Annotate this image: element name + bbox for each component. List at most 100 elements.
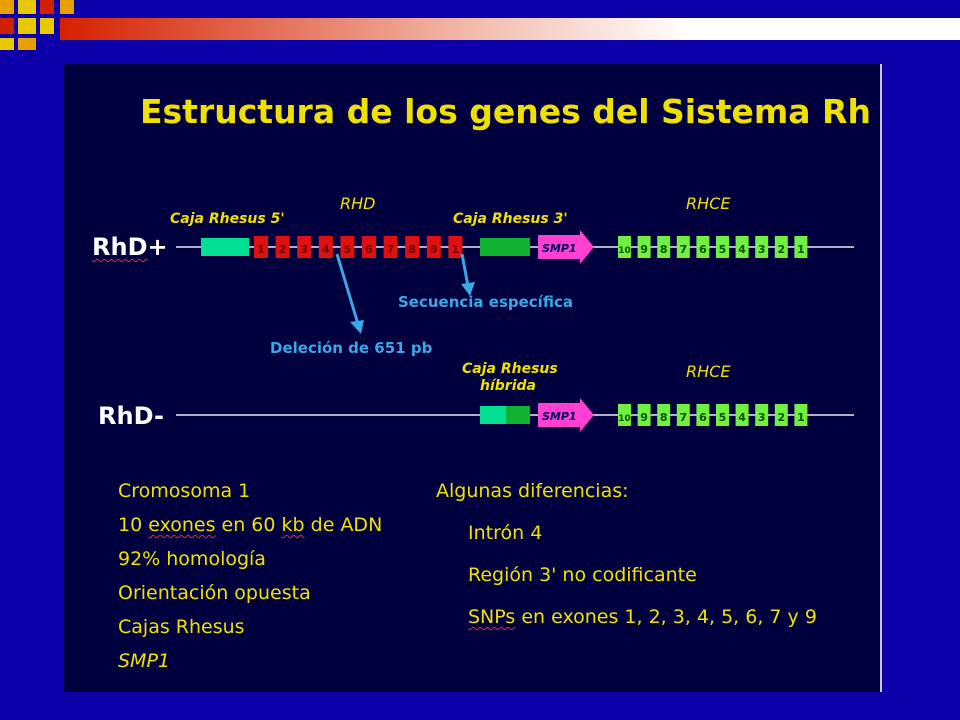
rhce-bottom-exon-box xyxy=(657,404,671,426)
list-item: Intrón 4 xyxy=(468,522,543,544)
rhd-exon-box xyxy=(362,236,376,258)
rhce-top-exon-label: 6 xyxy=(699,243,707,256)
rhd-minus-label: RhD- xyxy=(98,402,164,430)
rhd-exon-label: 1 xyxy=(257,243,265,256)
slide-image: Estructura de los genes del Sistema Rh 1… xyxy=(64,64,880,692)
list-item-text: kb xyxy=(281,514,305,536)
deco-square xyxy=(18,0,36,14)
rhce-top-exon-label: 2 xyxy=(777,243,785,256)
delecion-arrow-head xyxy=(350,320,364,334)
list-item-text: exones xyxy=(148,514,216,536)
right-heading: Algunas diferencias: xyxy=(436,480,629,502)
list-item: Cromosoma 1 xyxy=(118,480,251,502)
rhd-minus-sign: - xyxy=(153,402,164,430)
caja-rhesus-3-label: Caja Rhesus 3' xyxy=(453,211,568,227)
rhce-top-exon-label: 8 xyxy=(660,243,668,256)
rhd-exon-label: 9 xyxy=(430,243,438,256)
secuencia-arrow-head xyxy=(461,282,475,296)
rhd-exon-box xyxy=(275,236,290,258)
list-item: 10 exones en 60 kb de ADN xyxy=(118,508,382,542)
list-item: 92% homología xyxy=(118,548,266,570)
rhce-top-exon-label: 4 xyxy=(738,243,746,256)
deco-square xyxy=(0,0,14,14)
rhd-exon-label: 2 xyxy=(279,243,287,256)
rhd-plus-sign: + xyxy=(147,233,168,261)
rhce-bottom-exon-label: 2 xyxy=(777,411,785,424)
rhd-exon-box xyxy=(426,236,441,258)
list-item: Orientación opuesta xyxy=(118,582,311,604)
rhce-top-exon-box xyxy=(676,236,690,258)
smp1-label-bottom: SMP1 xyxy=(542,410,577,423)
caja-rhesus-3-box xyxy=(480,238,530,256)
list-item-text: SNPs xyxy=(468,606,516,628)
rhce-top-exon-box xyxy=(637,236,651,258)
caja-rhesus-5-label: Caja Rhesus 5' xyxy=(170,211,285,227)
rhce-top-exon-box xyxy=(735,236,749,258)
deco-square xyxy=(40,18,54,34)
list-item: SNPs en exones 1, 2, 3, 4, 5, 6, 7 y 9 xyxy=(468,600,817,634)
list-item: Cajas Rhesus xyxy=(118,616,245,638)
caja-hibrida-box-a xyxy=(480,406,506,424)
list-item: SMP1 xyxy=(118,650,170,672)
rhce-top-exon-box xyxy=(794,236,808,258)
rhd-exon-label: 8 xyxy=(408,243,416,256)
rhce-top-exon-label: 5 xyxy=(719,243,727,256)
rhce-top-exon-box xyxy=(618,236,631,258)
rhce-bottom-exon-box xyxy=(618,404,631,426)
rhce-top-exon-box xyxy=(774,236,788,258)
caja-hibrida-label-2: híbrida xyxy=(480,378,536,394)
rhd-gene-label: RHD xyxy=(340,194,376,213)
rhce-bottom-exon-label: 7 xyxy=(679,411,687,424)
delecion-arrow-line xyxy=(335,253,360,325)
rhd-exon-box xyxy=(383,236,398,258)
rhce-bottom-exon-label: 8 xyxy=(660,411,668,424)
rhce-bottom-exon-box xyxy=(774,404,788,426)
delecion-label: Deleción de 651 pb xyxy=(270,339,433,357)
rhce-top-exon-box xyxy=(716,236,729,258)
rhce-bottom-exon-box xyxy=(676,404,690,426)
rhce-top-exon-box xyxy=(657,236,671,258)
rhce-bottom-exon-box xyxy=(696,404,710,426)
rhce-top-exon-box xyxy=(755,236,769,258)
rhce-bottom-exon-box xyxy=(794,404,808,426)
rhce-bottom-exon-box xyxy=(716,404,729,426)
rhd-exon-label: 1 xyxy=(452,243,460,256)
rhd-exon-box xyxy=(297,236,312,258)
rhce-top-exon-label: 9 xyxy=(640,243,648,256)
list-item-text: de ADN xyxy=(304,514,383,536)
rhce-gene-label-top: RHCE xyxy=(686,194,731,213)
list-item: Región 3' no codificante xyxy=(468,564,697,586)
rhd-exon-label: 7 xyxy=(387,243,395,256)
rhd-exon-label: 3 xyxy=(300,243,308,256)
deco-square xyxy=(0,18,14,34)
rhd-exon-box xyxy=(340,236,355,258)
deco-square xyxy=(40,0,54,14)
rhce-bottom-exon-box xyxy=(755,404,769,426)
top-gradient-bar xyxy=(0,0,960,50)
caja-hibrida-box-b xyxy=(506,406,530,424)
deco-square xyxy=(60,0,74,14)
slide-title: Estructura de los genes del Sistema Rh xyxy=(140,92,871,131)
rhd-minus-text: RhD xyxy=(98,402,154,430)
rhce-top-exon-label: 3 xyxy=(758,243,766,256)
rhd-exon-box xyxy=(318,236,333,258)
rhd-exon-box xyxy=(448,236,463,258)
title-bar-decoration xyxy=(0,0,960,50)
rhce-bottom-exon-label: 1 xyxy=(797,411,805,424)
list-item-text: en exones 1, 2, 3, 4, 5, 6, 7 y 9 xyxy=(515,606,817,628)
caja-hibrida-label-1: Caja Rhesus xyxy=(462,361,558,377)
deco-square xyxy=(18,38,36,50)
rhd-exon-label: 4 xyxy=(322,243,330,256)
deco-square xyxy=(0,38,14,50)
rhce-top-exon-label: 10 xyxy=(618,246,631,256)
rhce-gene-label-bottom: RHCE xyxy=(686,362,731,381)
rhd-exon-box xyxy=(254,236,268,258)
rhce-top-exon-label: 7 xyxy=(679,243,687,256)
rhce-bottom-exon-box xyxy=(735,404,749,426)
gradient-strip xyxy=(60,18,960,40)
rhd-exon-label: 6 xyxy=(365,243,373,256)
